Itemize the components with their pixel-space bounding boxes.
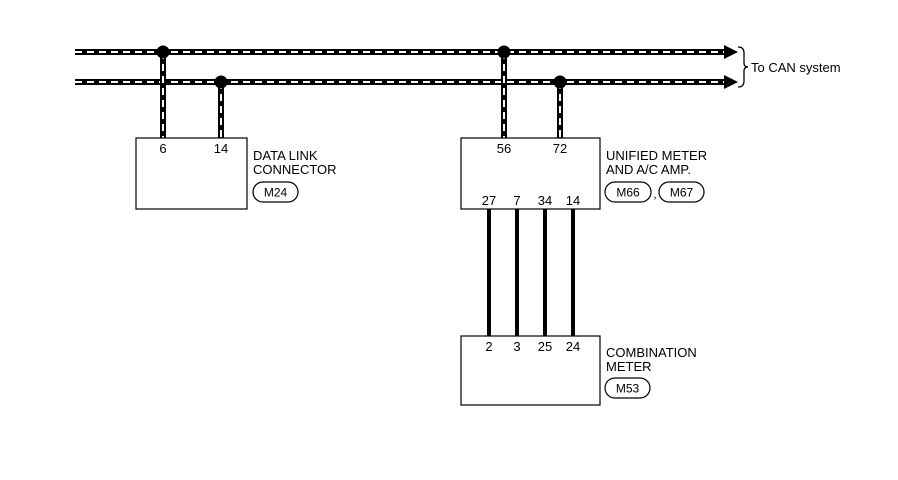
- pin-label: 27: [482, 193, 496, 208]
- junction-dot: [553, 75, 567, 89]
- meter-wires: [487, 209, 575, 336]
- can-bus-lower: [75, 75, 738, 89]
- connector-separator: ,: [653, 187, 656, 201]
- pin-label: 14: [566, 193, 580, 208]
- unified-meter-name-line2: AND A/C AMP.: [606, 162, 691, 177]
- connector-code: M67: [670, 186, 694, 200]
- pin-label: 14: [214, 141, 228, 156]
- connector-tag: [604, 377, 651, 399]
- unified-meter-box: [460, 137, 601, 210]
- connector-tag: [658, 181, 705, 203]
- arrowhead-icon: [724, 45, 738, 59]
- combination-meter-box: [460, 335, 601, 406]
- pin-label: 56: [497, 141, 511, 156]
- combination-meter-name-line2: METER: [606, 359, 652, 374]
- pin-label: 72: [553, 141, 567, 156]
- connector-tag: [604, 181, 652, 203]
- data-link-name-line2: CONNECTOR: [253, 162, 337, 177]
- connector-code: M24: [264, 186, 288, 200]
- pin-label: 2: [485, 339, 492, 354]
- connector-code: M66: [616, 186, 640, 200]
- can-bus-upper: [75, 45, 738, 59]
- unified-meter-name-line1: UNIFIED METER: [606, 148, 707, 163]
- data-link-connector-box: [135, 137, 248, 210]
- connector-tag: [252, 181, 299, 203]
- data-link-name-line1: DATA LINK: [253, 148, 318, 163]
- pin-label: 25: [538, 339, 552, 354]
- pin-label: 3: [513, 339, 520, 354]
- pin-label: 6: [159, 141, 166, 156]
- can-system-label: To CAN system: [751, 60, 841, 75]
- junction-dot: [156, 45, 170, 59]
- arrowhead-icon: [724, 75, 738, 89]
- connector-code: M53: [616, 382, 640, 396]
- bus-brace: [737, 46, 749, 88]
- pin-label: 24: [566, 339, 580, 354]
- combination-meter-name-line1: COMBINATION: [606, 345, 697, 360]
- junction-dot: [497, 45, 511, 59]
- junction-dot: [214, 75, 228, 89]
- pin-label: 34: [538, 193, 552, 208]
- pin-label: 7: [513, 193, 520, 208]
